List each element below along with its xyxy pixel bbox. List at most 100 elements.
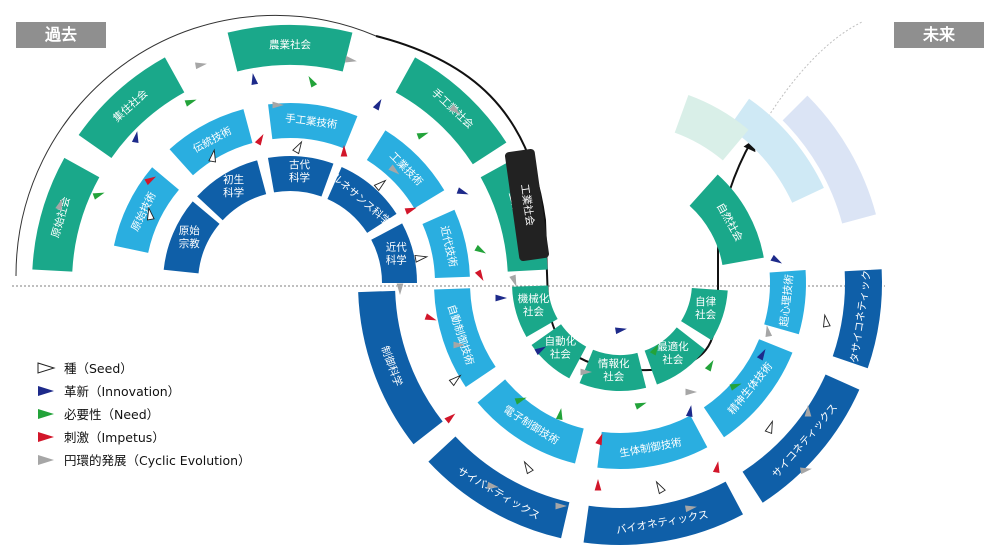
past-label: 過去: [16, 22, 106, 48]
right-society-5-label: 自律社会: [695, 295, 716, 321]
right-science-5: メタサイコネティックス: [832, 259, 882, 374]
legend-item-need: 必要性（Need）: [36, 402, 251, 425]
future-guide-line: [759, 21, 863, 131]
marker-innovation-57: [614, 327, 627, 335]
marker-impetus-15: [340, 145, 348, 157]
right-tech-2: 電子制御技術: [477, 379, 584, 464]
marker-innovation-38: [685, 405, 693, 418]
marker-impetus-33: [444, 413, 456, 424]
marker-impetus-45: [594, 479, 602, 491]
marker-need-11: [416, 132, 429, 140]
marker-cyclic-49: [684, 505, 697, 513]
marker-need-17: [92, 192, 105, 200]
left-tech-5: 近代技術: [422, 209, 470, 278]
right-tech-4: 精神生体技術: [703, 339, 793, 438]
marker-innovation-52: [770, 254, 783, 264]
marker-seed-47: [523, 460, 534, 475]
marker-impetus-43: [712, 461, 720, 474]
left-science-4: ルネサンス科学: [327, 166, 397, 233]
left-society-3: 農業社会: [227, 25, 353, 72]
right-society-3-label: 情報化社会: [598, 357, 630, 383]
marker-cyclic-54: [799, 467, 812, 475]
right-society-2-label: 自動化社会: [545, 334, 577, 360]
marker-seed-20: [292, 140, 303, 155]
marker-cyclic-24: [509, 274, 517, 287]
marker-cyclic-31: [453, 341, 465, 349]
marker-impetus-14: [254, 133, 264, 146]
right-tech-1: 自動制御技術: [434, 288, 496, 388]
left-tech-2: 伝統技術: [169, 109, 253, 176]
marker-impetus-37: [595, 433, 603, 446]
marker-innovation-18: [456, 187, 469, 195]
legend-item-cyclic: 円環的発展（Cyclic Evolution）: [36, 448, 251, 471]
right-outer-extension-fade: [674, 95, 749, 161]
legend-label-impetus: 刺激（Impetus）: [64, 430, 165, 445]
right-science-1: 制御科学: [358, 290, 443, 445]
marker-need-39: [704, 359, 714, 372]
left-science-2: 初生科学: [197, 160, 267, 221]
left-science-5-label: 近代科学: [386, 241, 407, 267]
right-science-extension-fade: [782, 95, 876, 224]
left-science-1: 原始宗教: [163, 201, 220, 274]
future-label: 未来: [894, 22, 984, 48]
marker-cyclic-3: [194, 62, 207, 70]
right-society-4-label: 最適化社会: [657, 340, 689, 366]
marker-seed-19: [146, 206, 155, 221]
right-society-4: 最適化社会: [644, 327, 706, 385]
marker-innovation-2: [131, 131, 139, 144]
left-society-4: 手工業社会: [395, 57, 507, 165]
marker-seed-13: [208, 148, 217, 163]
right-tech-extension-fade: [728, 98, 824, 203]
marker-need-36: [555, 408, 563, 421]
left-science-5: 近代科学: [371, 223, 417, 283]
legend-label-innovation: 革新（Innovation）: [64, 384, 181, 399]
marker-need-56: [634, 402, 647, 410]
left-tech-1: 原始技術: [113, 167, 179, 253]
marker-need-23: [474, 244, 487, 254]
marker-need-8: [308, 75, 318, 88]
right-tech-5: 超心理技術: [764, 270, 806, 335]
marker-cyclic-26: [396, 283, 404, 295]
marker-seed-53: [822, 313, 831, 328]
marker-seed-44: [655, 480, 666, 495]
marker-cyclic-10: [272, 101, 284, 109]
marker-seed-25: [414, 254, 429, 263]
marker-cyclic-5: [344, 55, 357, 63]
marker-innovation-4: [251, 73, 259, 86]
marker-need-9: [184, 99, 197, 107]
left-tech-3: 手工業技術: [268, 103, 358, 149]
right-society-1-label: 機械化社会: [518, 292, 550, 318]
right-society-5: 自律社会: [681, 288, 728, 341]
marker-cyclic-51: [765, 325, 773, 338]
marker-need-58: [649, 343, 659, 356]
marker-need-34: [514, 397, 527, 405]
right-society-6: 自然社会: [689, 174, 764, 265]
industrial-society-divider-label: 工業社会: [518, 183, 537, 227]
left-science-1-label: 原始宗教: [179, 224, 200, 250]
industrial-society-divider: 工業社会: [505, 148, 549, 262]
marker-innovation-41: [756, 348, 766, 361]
outer-guide-line: [15, 14, 377, 277]
marker-innovation-6: [372, 98, 382, 111]
legend-item-innovation: 革新（Innovation）: [36, 379, 251, 402]
marker-seed-32: [448, 374, 462, 387]
marker-need-50: [729, 383, 742, 391]
marker-seed-42: [764, 419, 773, 434]
left-society-1: 原始社会: [32, 157, 100, 272]
marker-cyclic-48: [486, 481, 499, 489]
legend: 種（Seed） 革新（Innovation） 必要性（Need） 刺激（Impe…: [36, 356, 251, 471]
marker-cyclic-35: [580, 368, 592, 376]
marker-impetus-27: [474, 269, 484, 282]
right-society-1: 機械化社会: [512, 285, 558, 337]
left-society-2: 集住社会: [78, 57, 185, 158]
right-society-3: 情報化社会: [579, 349, 647, 391]
marker-cyclic-46: [555, 502, 567, 510]
marker-cyclic-1: [55, 198, 63, 211]
marker-innovation-30: [534, 346, 547, 356]
right-science-3: バイオネティックス: [583, 481, 744, 546]
marker-innovation-29: [495, 294, 507, 302]
marker-cyclic-40: [685, 388, 697, 396]
marker-impetus-28: [424, 313, 437, 321]
left-science-3: 古代科学: [267, 156, 334, 197]
